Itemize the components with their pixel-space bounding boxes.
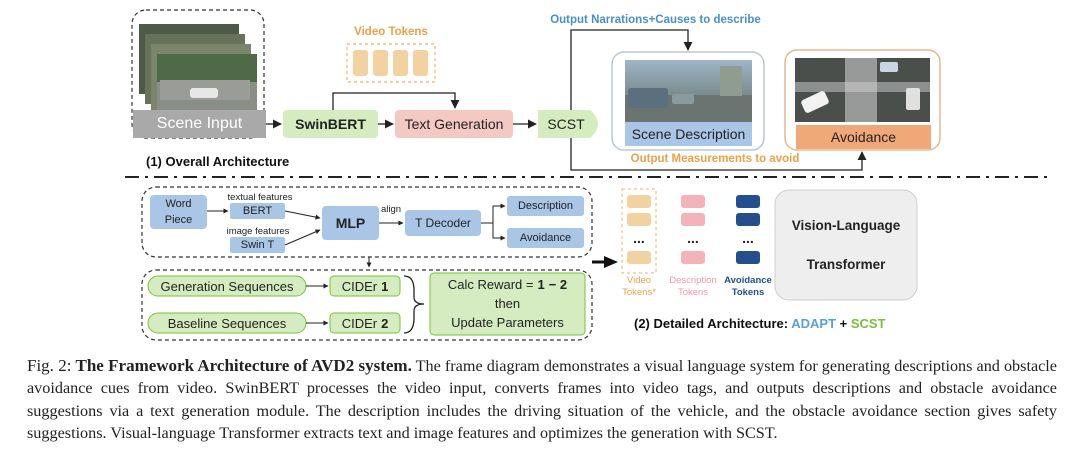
description-label: Description <box>517 200 574 212</box>
text-generation-box <box>395 110 513 138</box>
output-measurements-label: Output Measurements to avoid <box>630 153 800 165</box>
bert-label: BERT <box>242 205 273 217</box>
mlp-label: MLP <box>335 215 366 231</box>
figure-caption: Fig. 2: The Framework Architecture of AV… <box>27 355 1057 445</box>
output-narrations-label: Output Narrations+Causes to describe <box>550 14 761 26</box>
generation-sequences-label: Generation Sequences <box>160 278 294 294</box>
word-piece-line2: Piece <box>164 214 193 226</box>
video-tokens-column <box>621 188 657 274</box>
detailed-prefix: (2) Detailed Architecture: <box>634 316 789 331</box>
caption-title: The Framework Architecture of AVD2 syste… <box>75 356 412 375</box>
baseline-sequences-label: Baseline Sequences <box>167 315 287 331</box>
cider2-box <box>329 312 401 334</box>
avoidance-label: Avoidance <box>830 129 897 145</box>
vlt-line1: Vision-Language <box>791 217 901 233</box>
bert-box <box>230 203 285 219</box>
video-tokens-col-line2: Tokens* <box>622 286 656 298</box>
scene-input-label: Scene Input <box>156 115 243 132</box>
cider2-text: CIDEr <box>341 315 378 331</box>
vlt-line2: Transformer <box>806 256 886 272</box>
detailed-architecture-title: (2) Detailed Architecture: ADAPT + SCST <box>634 316 886 331</box>
scst-label: SCST <box>547 116 585 132</box>
description-box <box>507 196 584 216</box>
avoidance-box-bottom <box>507 228 584 248</box>
update-parameters-label: Update Parameters <box>451 314 564 330</box>
plus-label: + <box>839 316 848 331</box>
text-generation-label: Text Generation <box>404 116 504 132</box>
calc-reward-prefix: Calc Reward = <box>447 276 534 292</box>
scene-description-panel <box>611 51 765 151</box>
cider1-box <box>329 275 401 297</box>
t-decoder-label: T Decoder <box>415 216 471 230</box>
word-piece-box <box>150 195 207 229</box>
cider2-num: 2 <box>381 315 389 331</box>
video-tokens-group <box>346 43 436 83</box>
avoidance-tokens-column <box>736 195 760 264</box>
reward-group <box>141 269 593 341</box>
swin-t-label: Swin T <box>240 239 275 251</box>
t-decoder-box <box>405 210 481 236</box>
cider1-label: CIDEr 1 <box>330 276 400 296</box>
video-tokens-label: Video Tokens <box>354 26 428 38</box>
scst-green-label: SCST <box>850 316 886 331</box>
calc-reward-b: − 2 <box>548 276 568 292</box>
avoidance-tokens-col-line1: Avoidance <box>724 274 772 286</box>
calc-reward-a: 1 <box>537 276 545 292</box>
scst-box <box>538 110 598 138</box>
textual-features-label: textual features <box>227 191 293 203</box>
description-tokens-col-line2: Tokens <box>677 286 709 298</box>
cider2-label: CIDEr 2 <box>330 313 400 333</box>
cider1-text: CIDEr <box>341 278 378 294</box>
then-label: then <box>494 295 521 311</box>
scene-input-box <box>133 110 266 138</box>
cider1-num: 1 <box>381 278 389 294</box>
avoidance-tokens-ellipsis: ... <box>742 230 754 246</box>
encoder-group <box>141 186 593 258</box>
avoidance-label-bottom: Avoidance <box>519 232 572 244</box>
image-features-label: image features <box>226 225 290 237</box>
swinbert-box <box>283 110 378 138</box>
overall-architecture-title: (1) Overall Architecture <box>146 154 290 169</box>
description-tokens-col-line1: Description <box>669 274 717 286</box>
video-tokens-col-line1: Video <box>626 274 652 286</box>
scene-description-label: Scene Description <box>631 126 746 142</box>
vision-language-transformer-box <box>774 189 918 301</box>
video-tokens-ellipsis: ... <box>633 230 645 246</box>
description-tokens-column <box>681 195 705 264</box>
avoidance-tokens-col-line2: Tokens <box>731 286 765 298</box>
adapt-label: ADAPT <box>791 316 837 331</box>
caption-prefix: Fig. 2: <box>27 356 72 375</box>
diagram-canvas <box>125 9 1052 341</box>
big-arrow-head <box>604 256 618 268</box>
description-tokens-ellipsis: ... <box>687 230 699 246</box>
calc-reward-line: Calc Reward = 1 − 2 <box>430 274 585 294</box>
align-label: align <box>380 203 402 215</box>
avoidance-panel <box>784 49 941 151</box>
word-piece-line1: Word <box>165 198 192 210</box>
swin-t-box <box>230 237 285 253</box>
swinbert-label: SwinBERT <box>295 116 366 132</box>
merge-brace <box>403 275 425 334</box>
calc-reward-box <box>429 272 586 336</box>
caption-body: The frame diagram demonstrates a visual … <box>27 357 1057 443</box>
mlp-box <box>322 206 379 240</box>
